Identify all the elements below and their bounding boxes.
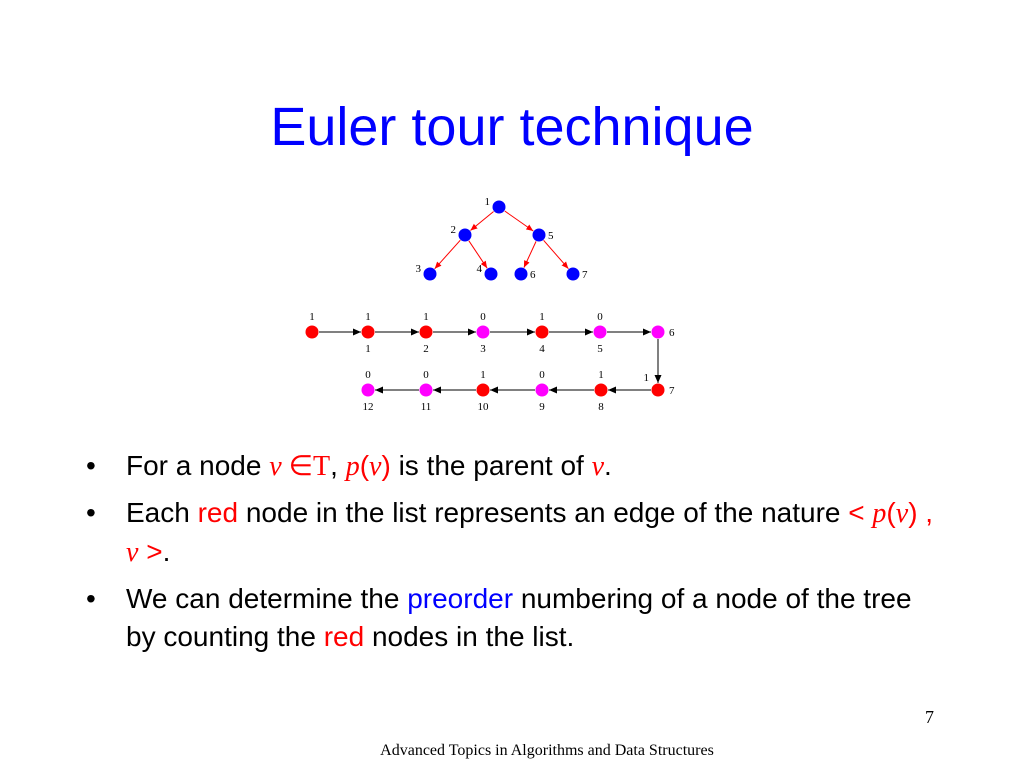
tree-edge xyxy=(543,239,569,270)
list-node-value: 1 xyxy=(480,369,486,381)
tree-edge xyxy=(523,241,537,268)
math-v: v xyxy=(369,451,382,482)
math-in-t: ∈T xyxy=(281,451,331,482)
list-node-red xyxy=(305,325,319,339)
tree-node-label: 1 xyxy=(485,196,491,208)
tree-node xyxy=(566,267,580,281)
list-node-magenta xyxy=(419,383,433,397)
highlight-red: red xyxy=(197,497,239,528)
math-paren: ( xyxy=(886,497,896,528)
highlight-blue: preorder xyxy=(407,583,514,614)
tree-node-label: 7 xyxy=(582,269,588,281)
math-p: p xyxy=(872,498,887,529)
slide-title: Euler tour technique xyxy=(270,97,754,157)
list-node-index: 7 xyxy=(669,385,675,397)
tree-edge xyxy=(468,240,488,269)
bullet-text: Each xyxy=(126,497,198,528)
highlight-red: red xyxy=(323,621,365,652)
list-node-value: 0 xyxy=(597,311,603,323)
tree-node xyxy=(423,267,437,281)
list-node-value: 1 xyxy=(539,311,545,323)
slide-number: 7 xyxy=(925,707,934,727)
tree-node-label: 6 xyxy=(530,269,536,281)
bullet-text: is the parent of xyxy=(390,450,592,481)
math-v: v xyxy=(269,451,282,482)
bullet-text: , xyxy=(330,450,346,481)
list-node-index: 10 xyxy=(478,401,490,413)
list-node-value: 1 xyxy=(598,369,604,381)
tree-edge xyxy=(470,211,494,231)
bullet-text: numbering of a node of the tree by count… xyxy=(126,583,912,652)
math-paren: ( xyxy=(359,450,370,481)
math-p: p xyxy=(345,451,360,482)
list-node-value: 1 xyxy=(365,311,371,323)
tree-node-label: 4 xyxy=(477,263,483,275)
tree-node-label: 5 xyxy=(548,230,554,242)
bullet-item-red-edge: • Each red node in the list represents a… xyxy=(86,494,946,572)
list-node-magenta xyxy=(361,383,375,397)
list-node-red xyxy=(594,383,608,397)
list-node-red xyxy=(361,325,375,339)
list-node-red xyxy=(651,383,665,397)
math-v: v xyxy=(126,537,139,568)
list-node-red xyxy=(476,383,490,397)
tree-node-label: 2 xyxy=(451,224,457,236)
list-node-value: 1 xyxy=(644,372,650,384)
list-node-magenta xyxy=(593,325,607,339)
bullet-text: nodes in the list. xyxy=(364,621,575,652)
bullet-dot: • xyxy=(86,497,96,528)
list-node-index: 9 xyxy=(539,401,545,413)
list-node-value: 1 xyxy=(423,311,429,323)
bullet-dot: • xyxy=(86,450,96,481)
list-node-value: 0 xyxy=(365,369,371,381)
tree-node xyxy=(514,267,528,281)
tree-edge xyxy=(434,239,461,270)
math-comma: , xyxy=(917,497,934,528)
list-node-index: 5 xyxy=(597,343,603,355)
bullet-text: For a node xyxy=(126,450,270,481)
bullet-text: We can determine the xyxy=(126,583,408,614)
math-v: v xyxy=(895,498,909,529)
list-node-value: 1 xyxy=(309,311,315,323)
list-node-magenta xyxy=(651,325,665,339)
bullet-list: • For a node v ∈T, p(v) is the parent of… xyxy=(86,447,946,664)
bullet-text: . xyxy=(162,536,171,567)
tree-edge xyxy=(504,210,534,232)
list-node-index: 8 xyxy=(598,401,604,413)
bullet-text: node in the list represents an edge of t… xyxy=(238,497,849,528)
bullet-text: . xyxy=(604,450,612,481)
list-node-index: 1 xyxy=(365,343,371,355)
tree-node xyxy=(484,267,498,281)
math-v: v xyxy=(591,451,605,482)
bullet-item-preorder: • We can determine the preorder numberin… xyxy=(86,580,946,656)
bullet-dot: • xyxy=(86,583,96,614)
list-node-magenta xyxy=(476,325,490,339)
list-node-value: 0 xyxy=(539,369,545,381)
footer-text: Advanced Topics in Algorithms and Data S… xyxy=(380,742,714,759)
list-node-red xyxy=(535,325,549,339)
math-paren: ) xyxy=(908,497,918,528)
list-node-index: 12 xyxy=(363,401,374,413)
math-paren: ) xyxy=(381,450,391,481)
math-bracket: < xyxy=(848,497,873,528)
list-node-index: 11 xyxy=(421,401,432,413)
list-node-value: 0 xyxy=(480,311,486,323)
list-node-red xyxy=(419,325,433,339)
tree-node xyxy=(492,200,506,214)
list-node-index: 2 xyxy=(423,343,429,355)
bullet-item-parent: • For a node v ∈T, p(v) is the parent of… xyxy=(86,447,946,486)
list-node-magenta xyxy=(535,383,549,397)
list-node-index: 6 xyxy=(669,327,675,339)
math-bracket: > xyxy=(138,536,163,567)
tree-node xyxy=(458,228,472,242)
list-node-value: 0 xyxy=(423,369,429,381)
tree-node xyxy=(532,228,546,242)
tree-node-label: 3 xyxy=(416,263,422,275)
list-node-index: 3 xyxy=(480,343,486,355)
list-node-index: 4 xyxy=(539,343,545,355)
